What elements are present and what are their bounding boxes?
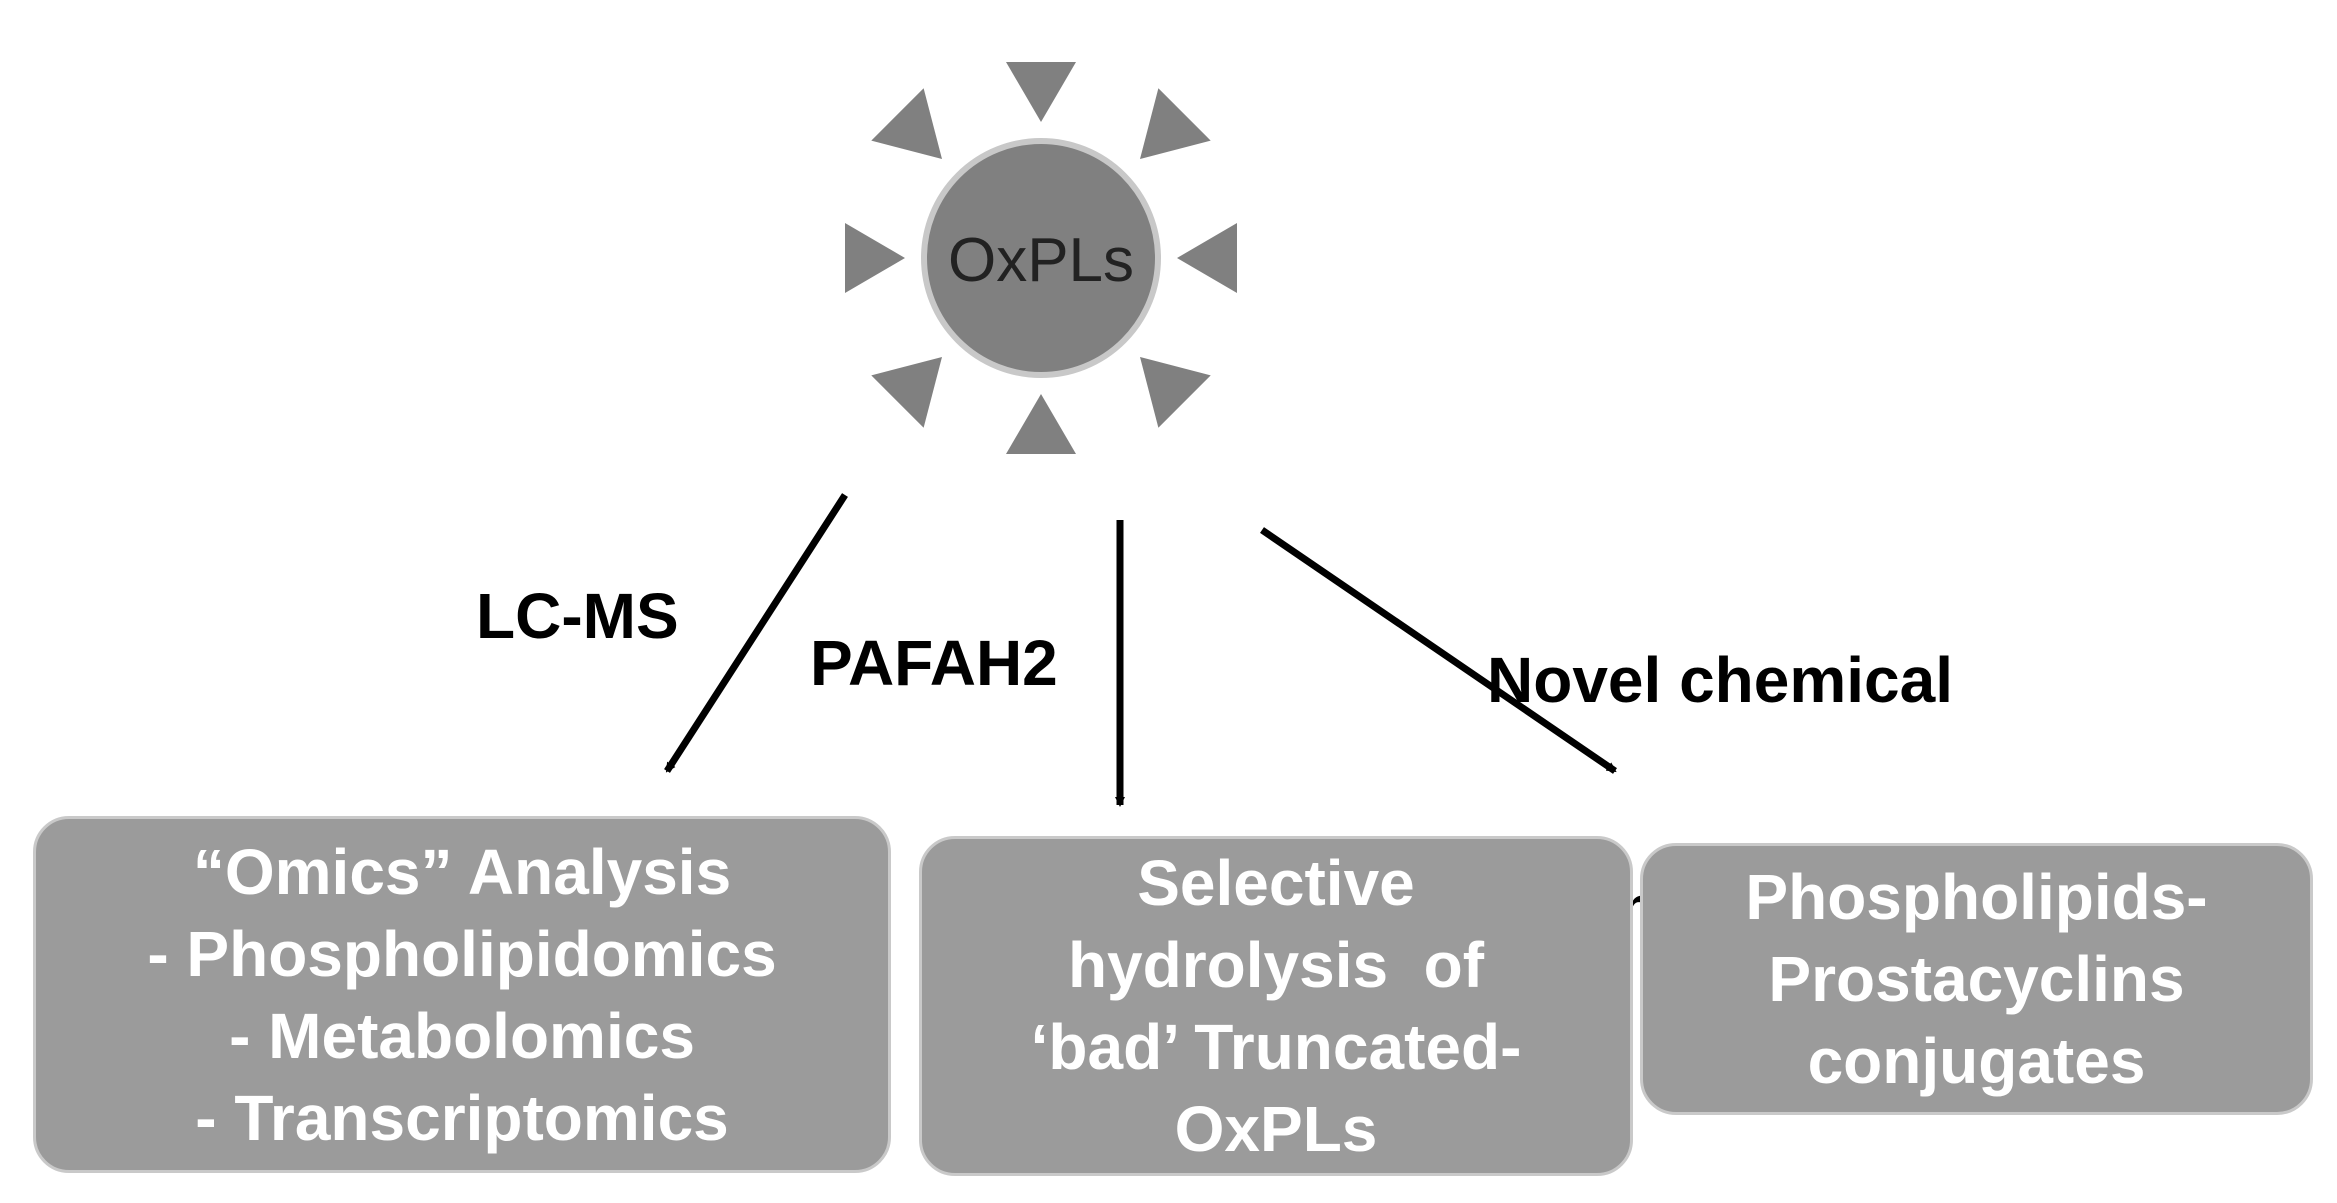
arrow-right [1260, 527, 1617, 774]
box-line: “Omics” Analysis [192, 835, 732, 908]
arrow-label-line: Novel chemical [1487, 644, 1953, 716]
sun-ray-east [1177, 223, 1237, 293]
box-line: OxPLs [1174, 1093, 1378, 1165]
sun-core [921, 138, 1161, 378]
box-line: conjugates [1807, 1025, 2146, 1097]
sun-ray-west [845, 223, 905, 293]
sun-icon [845, 62, 1237, 454]
box-line: ‘bad’ Truncated- [1030, 1011, 1522, 1083]
box-line: Prostacyclins [1768, 943, 2185, 1015]
sun-ray-northwest [871, 88, 943, 160]
arrow-left [664, 493, 848, 773]
sun-ray-southeast [1139, 356, 1211, 428]
sun-ray-north [1006, 62, 1076, 122]
arrow-label-lc-ms: LC-MS [476, 580, 679, 652]
box-line: hydrolysis of [1067, 929, 1485, 1001]
box-selective-hydrolysis: Selective hydrolysis of ‘bad’ Truncated-… [919, 836, 1633, 1176]
sun-ray-southwest [871, 356, 943, 428]
box-omics-analysis: “Omics” Analysis - Phospholipidomics - M… [33, 816, 891, 1173]
box-line: - Phospholipidomics [147, 917, 777, 990]
box-line: Phospholipids- [1745, 861, 2208, 933]
box-line: - Metabolomics [229, 999, 695, 1072]
center-label: OxPLs [948, 226, 1134, 295]
sun-ray-northeast [1139, 88, 1211, 160]
box-line: - Transcriptomics [195, 1081, 729, 1154]
sun-ray-south [1006, 394, 1076, 454]
box-phospholipids-prostacyclins: Phospholipids- Prostacyclins conjugates [1640, 843, 2313, 1115]
box-line: Selective [1137, 847, 1415, 919]
arrow-label-pafah2: PAFAH2 [810, 627, 1058, 699]
